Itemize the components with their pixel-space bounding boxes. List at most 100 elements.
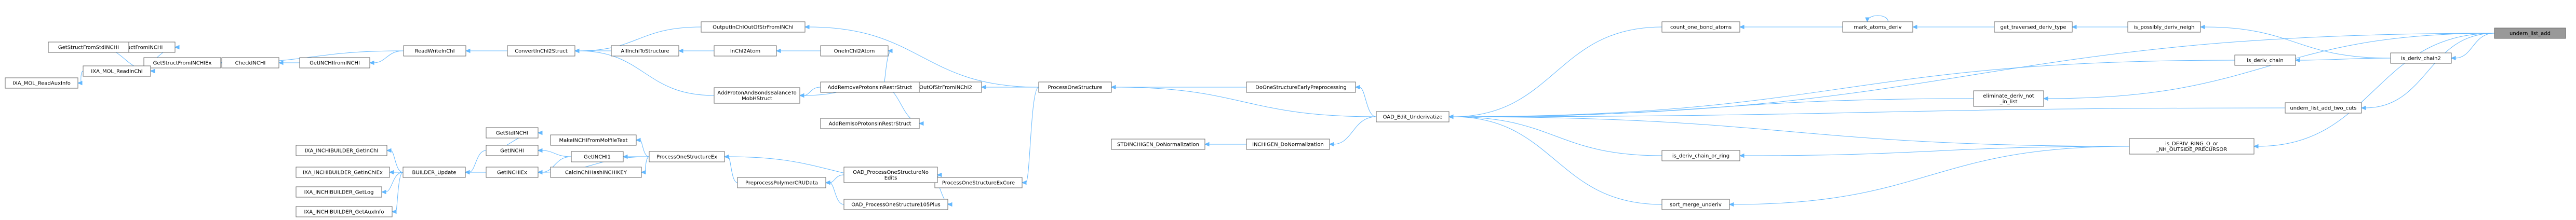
node-label: IXA_INCHIBUILDER_GetAuxInfo [304, 210, 384, 215]
node-OAD_ProcessOneStructure105Plus[interactable]: OAD_ProcessOneStructure105Plus [843, 199, 948, 210]
node-box [571, 151, 624, 162]
edge-get_traversed_deriv_type-to-mark_atoms_deriv [1912, 24, 1994, 30]
node-box [5, 77, 78, 89]
node-box [1376, 111, 1450, 122]
arrowhead [1021, 180, 1027, 185]
node-DoOneStructureEarlyPreprocessing[interactable]: DoOneStructureEarlyPreprocessing [1246, 81, 1356, 93]
edge-undern_list_add-to-is_deriv_chain2 [2450, 33, 2495, 61]
arrowhead [640, 170, 646, 175]
node-sort_merge_underiv[interactable]: sort_merge_underiv [1661, 199, 1730, 210]
node-CalcInChIHash[interactable]: CalcInChIHashINCHIKEY [550, 167, 642, 178]
node-IXA_INCHIBUILDER_GetInChIEx[interactable]: IXA_INCHIBUILDER_GetInChIEx [296, 167, 390, 178]
node-AddRemIsoProtonsInRestrStruct[interactable]: AddRemIsoProtonsInRestrStruct [820, 118, 920, 129]
node-box [1842, 21, 1913, 33]
node-InChI2Atom[interactable]: InChI2Atom [714, 45, 777, 57]
node-IXA_INCHIBUILDER_GetAuxInfo[interactable]: IXA_INCHIBUILDER_GetAuxInfo [296, 206, 393, 217]
node-ProcessOneStructure[interactable]: ProcessOneStructure [1038, 81, 1112, 93]
node-count_one_bond_atoms[interactable]: count_one_bond_atoms [1661, 21, 1740, 33]
node-OneInChI2Atom[interactable]: OneInChI2Atom [820, 45, 889, 57]
node-label: _in_list [2000, 99, 2018, 105]
node-ReadWriteInChI[interactable]: ReadWriteInChI [403, 45, 466, 57]
node-label: GetStructFromINCHI [111, 45, 163, 51]
edge-OAD_ProcessOneStructure105Plus-to-PreprocessPolymerCRUData [825, 180, 844, 205]
node-box [2234, 54, 2296, 66]
node-box [2127, 21, 2201, 33]
arrowhead [2253, 144, 2259, 149]
node-eliminate_deriv_not_in_list[interactable]: eliminate_deriv_not_in_list [1973, 90, 2044, 107]
node-label: BUILDER_Update [412, 170, 457, 176]
node-GetINCHIfromINCHI[interactable]: GetINCHIfromINCHI [299, 57, 370, 68]
edge-ConvertInChI2Struct-to-ReadWriteInChI [465, 48, 507, 53]
node-label: GetINCHI [500, 148, 524, 154]
arrowhead [678, 48, 683, 53]
node-GetINCHI[interactable]: GetINCHI [486, 145, 539, 156]
node-MakeINCHIFromMolfileText[interactable]: MakeINCHIFromMolfileText [550, 134, 637, 146]
node-GetStructFromINCHIEx[interactable]: GetStructFromINCHIEx [143, 57, 221, 68]
node-ConvertInChI2Struct[interactable]: ConvertInChI2Struct [507, 45, 575, 57]
arrowhead [464, 170, 470, 175]
node-is_deriv_chain_or_ring[interactable]: is_deriv_chain_or_ring [1661, 150, 1740, 161]
node-label: InChI2Atom [730, 49, 760, 54]
node-get_traversed_deriv_type[interactable]: get_traversed_deriv_type [1994, 21, 2073, 33]
node-GetStdINCHI[interactable]: GetStdINCHI [486, 127, 539, 139]
node-box [1661, 21, 1740, 33]
nodes-layer: undern_list_add is_deriv_chain2 is_deriv_c… [5, 21, 2566, 217]
node-IXA_MOL_ReadAuxInfo[interactable]: IXA_MOL_ReadAuxInfo [5, 77, 78, 89]
node-box [1246, 81, 1356, 93]
node-label: ReadWriteInChI [414, 49, 454, 54]
node-box [507, 45, 575, 57]
node-is_deriv_chain[interactable]: is_deriv_chain [2234, 54, 2296, 66]
node-label: GetStdINCHI [496, 131, 528, 136]
node-label: OAD_ProcessOneStructure105Plus [851, 202, 941, 208]
node-is_possibly_deriv_neigh[interactable]: is_possibly_deriv_neigh [2127, 21, 2201, 33]
node-box [550, 167, 642, 178]
node-GetStructFromStdINCHI[interactable]: GetStructFromStdINCHI [48, 42, 129, 53]
node-box [296, 206, 393, 217]
arrowhead [1728, 202, 1734, 207]
node-INCHIGEN_Setup[interactable]: BUILDER_Update [403, 167, 466, 178]
node-box [2129, 138, 2255, 155]
node-OutputInChIOutOfStrFromINChI[interactable]: OutputInChIOutOfStrFromINChI [701, 21, 806, 33]
node-INCHIGEN_DoNormalization[interactable]: INCHIGEN_DoNormalization [1246, 139, 1330, 150]
edge-INCHIGEN_Setup-to-IXA_INCHIBUILDER_GetInChI [386, 148, 404, 173]
arrowhead [1448, 114, 1454, 119]
edge-ProcessOneStructureEx-to-CalcInChIHash [640, 156, 650, 175]
node-AllInchiToStructure[interactable]: AllInchiToStructure [611, 45, 679, 57]
node-ProcessOneStructureExCore[interactable]: ProcessOneStructureExCore [934, 177, 1023, 188]
node-box [701, 21, 806, 33]
node-IXA_MOL_ReadInChI[interactable]: IXA_MOL_ReadInChI [83, 65, 151, 77]
arrowhead [2360, 105, 2366, 111]
node-box [299, 57, 370, 68]
arrowhead [936, 172, 942, 177]
edge-InChI2Atom-to-AllInchiToStructure [678, 48, 714, 53]
edge-OAD_Edit_Underivatize-to-DoOneStructureEarlyPreprocessing [1354, 85, 1377, 117]
node-mark_atoms_deriv[interactable]: mark_atoms_deriv [1842, 21, 1913, 33]
node-is_DERIV_RING_O_or_NH_OUTSIDE_PRECURSOR[interactable]: is_DERIV_RING_O_or_NH_OUTSIDE_PRECURSOR [2129, 138, 2255, 155]
node-IXA_INCHIBUILDER_GetInChI[interactable]: IXA_INCHIBUILDER_GetInChI [296, 145, 387, 156]
node-OAD_Edit_Underivatize[interactable]: OAD_Edit_Underivatize [1376, 111, 1450, 122]
node-label: IXA_MOL_ReadAuxInfo [12, 81, 71, 87]
node-is_deriv_chain2[interactable]: is_deriv_chain2 [2390, 52, 2452, 64]
node-box [2390, 52, 2452, 64]
node-IXA_INCHIBUILDER_GetLog[interactable]: IXA_INCHIBUILDER_GetLog [296, 186, 382, 198]
node-box [820, 45, 889, 57]
node-label: ProcessOneStructure [1048, 85, 1103, 91]
node-label: GetINCHIEx [497, 170, 527, 176]
node-box [843, 199, 948, 210]
node-box [550, 134, 637, 146]
node-CheckINCHI[interactable]: CheckINCHI [221, 57, 279, 68]
node-ProcessOneStructureEx[interactable]: ProcessOneStructureEx [649, 151, 725, 162]
node-PreprocessPolymerCRUData[interactable]: PreprocessPolymerCRUData [737, 177, 826, 188]
node-AddRemoveProtonsInRestrStruct[interactable]: AddRemoveProtonsInRestrStruct [820, 81, 920, 93]
node-label: is_DERIV_RING_O_or [2165, 141, 2219, 147]
node-label: PreprocessPolymerCRUData [745, 181, 818, 186]
node-STDINCHIGEN_DoNormalization[interactable]: STDINCHIGEN_DoNormalization [1111, 139, 1205, 150]
node-GetINCHIEx[interactable]: GetINCHIEx [486, 167, 539, 178]
node-undern_list_add_two_cuts[interactable]: undern_list_add_two_cuts [2285, 102, 2362, 114]
node-GetINCHI1[interactable]: GetINCHI1 [571, 151, 624, 162]
edge-is_DERIV_RING_O_or_NH_OUTSIDE_PRECURSOR-to-is_deriv_chain_or_ring [1739, 146, 2130, 158]
node-undern_list_add[interactable]: undern_list_add [2494, 28, 2566, 39]
arrowhead [391, 209, 397, 214]
